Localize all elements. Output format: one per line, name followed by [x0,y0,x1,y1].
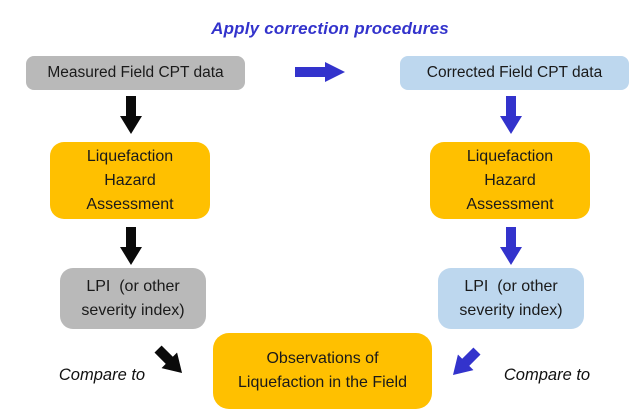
down-arrow-icon [500,227,522,265]
diagonal-down-right-arrow-icon [154,345,183,374]
down-arrow-icon [120,227,142,265]
diagonal-down-left-arrow-icon [452,347,481,376]
corrected-field-cpt-box: Corrected Field CPT data [400,56,629,90]
compare-to-label-right: Compare to [503,366,591,384]
liquefaction-hazard-assessment-box-left: Liquefaction Hazard Assessment [50,142,210,219]
compare-to-label-left: Compare to [58,366,146,384]
diagram-title: Apply correction procedures [211,19,449,38]
down-arrow-icon [500,96,522,134]
down-arrow-icon [120,96,142,134]
lpi-severity-index-box-right: LPI (or other severity index) [438,268,584,329]
measured-field-cpt-box: Measured Field CPT data [26,56,245,90]
observations-of-liquefaction-box: Observations of Liquefaction in the Fiel… [213,333,432,409]
right-block-arrow-icon [295,62,345,82]
liquefaction-hazard-assessment-box-right: Liquefaction Hazard Assessment [430,142,590,219]
lpi-severity-index-box-left: LPI (or other severity index) [60,268,206,329]
